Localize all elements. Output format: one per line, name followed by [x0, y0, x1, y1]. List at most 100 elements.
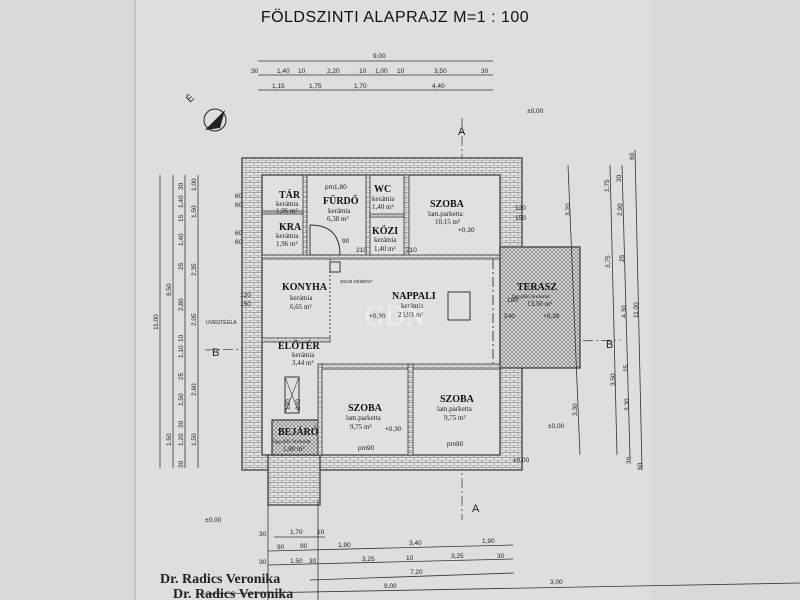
plan-label: 30	[497, 553, 505, 560]
plan-label: 1,70	[290, 529, 303, 536]
plan-label: ±0,00	[205, 517, 222, 524]
plan-label: 15	[178, 214, 185, 222]
plan-label: ELŐTÉR	[278, 340, 320, 352]
left-dimensions: 11,00 9,50 1,50 30 1,40 15 1,40 25 2,80 …	[153, 175, 199, 468]
plan-label: 150	[240, 301, 251, 308]
plan-label: 9,75 m²	[444, 414, 466, 422]
plan-label: kerámia	[276, 200, 299, 208]
plan-label: 2,35	[191, 263, 198, 276]
wardrobe-icon	[284, 376, 300, 414]
section-a-top: A	[458, 126, 466, 138]
plan-label: KÖZI	[372, 224, 398, 237]
dim-label: 1,15	[272, 83, 285, 90]
plan-label: 1,50	[191, 433, 198, 446]
plan-label: 1,96 m²	[276, 207, 298, 215]
plan-label: 1,75	[604, 179, 611, 192]
plan-label: 25	[178, 262, 185, 270]
plan-label: 3,40	[409, 540, 422, 547]
plan-label: 1,40 m²	[372, 203, 394, 211]
plan-label: 2,05	[191, 313, 198, 326]
plan-label: 3,25	[451, 553, 464, 560]
plan-label: kerámia	[290, 294, 313, 302]
plan-label: 11,00	[153, 314, 160, 330]
plan-label: 3,00	[550, 579, 563, 586]
plan-label: 1,50	[290, 558, 303, 565]
plan-label: 30	[178, 182, 185, 190]
plan-label: 1,80 m²	[283, 445, 305, 453]
plan-label: lam.parketta	[428, 210, 464, 218]
plan-label: 1,50	[191, 205, 198, 218]
plan-label: kerámia	[372, 195, 395, 203]
plan-label: 2,80	[178, 298, 185, 311]
plan-label: +0,28	[543, 313, 560, 320]
plan-label: 30	[616, 174, 623, 182]
plan-label: 4,30	[621, 305, 628, 318]
plan-label: BEJÁRÓ	[278, 426, 319, 438]
plan-label: 10,15 m²	[435, 218, 460, 226]
bottom-dimensions: 30 1,70 10 90 90 1,90 3,40 1,90 30 1,50 …	[199, 500, 800, 600]
plan-label: TERASZ	[517, 282, 557, 293]
plan-label: 210	[356, 247, 367, 254]
dim-label: 10	[397, 68, 405, 75]
dim-label: 1,00	[375, 68, 388, 75]
plan-notes: pm1,80 pm90 pm90 +0,30 +0,30 +0,30 +0,28…	[205, 108, 565, 524]
plan-label: 1,90	[482, 538, 495, 545]
plan-label: 1,96 m²	[276, 240, 298, 248]
plan-label: 2,60	[191, 383, 198, 396]
dim-label: 10	[359, 68, 367, 75]
plan-label: TÁR	[279, 189, 301, 201]
plan-label: 30x30 KÉMÉNY	[340, 278, 373, 284]
plan-label: 6,65 m²	[290, 303, 312, 311]
plan-label: 120	[515, 205, 526, 212]
plan-label: 25	[623, 364, 630, 372]
plan-label: kerámia	[401, 302, 424, 310]
plan-label: 30	[259, 559, 267, 566]
plan-label: 60	[629, 152, 636, 160]
plan-label: KRA	[279, 222, 302, 233]
dim-label: 4,40	[432, 83, 445, 90]
plan-label: KONYHA	[282, 282, 328, 293]
plan-label: 3,30	[624, 398, 631, 411]
plan-label: 1,40	[178, 195, 185, 208]
plan-label: 1,10	[178, 345, 185, 358]
plan-label: pm90	[358, 445, 375, 452]
signature-line-2: Dr. Radics Veronika	[173, 587, 293, 600]
plan-label: 30	[178, 460, 185, 468]
plan-label: 1,90	[338, 542, 351, 549]
plan-label: 60	[235, 193, 243, 200]
plan-label: 25	[178, 372, 185, 380]
plan-label: WC	[374, 184, 391, 195]
plan-label: 10	[178, 334, 185, 342]
chimney-icon	[329, 261, 341, 273]
plan-label: 60	[235, 202, 243, 209]
signature-line-1: Dr. Radics Veronika	[160, 572, 280, 587]
signature: Dr. Radics Veronika Dr. Radics Veronika	[160, 572, 293, 600]
dim-label: 10	[298, 68, 306, 75]
plan-label: NAPPALI	[392, 291, 436, 302]
plan-label: 9,50	[166, 283, 173, 296]
plan-label: 1,40 m²	[374, 245, 396, 253]
plan-label: 9,75 m²	[350, 423, 372, 431]
plan-label: 210	[406, 247, 417, 254]
plan-label: 30	[259, 531, 267, 538]
plan-label: lam.parketta	[346, 414, 382, 422]
plan-label: pm90	[447, 441, 464, 448]
plan-label: FÜRDŐ	[323, 194, 359, 207]
plan-label: 11,00	[633, 302, 640, 318]
plan-label: 6,38 m²	[327, 215, 349, 223]
plan-label: 23,93 m²	[398, 311, 423, 319]
plan-label: 10	[317, 529, 325, 536]
plan-label: 180	[507, 297, 518, 304]
dim-label: 3,50	[434, 68, 447, 75]
section-a-bottom: A	[472, 503, 480, 515]
plan-label: fagyálló burkolat	[512, 293, 550, 300]
plan-label: 30	[626, 456, 633, 464]
plan-label: 25	[619, 254, 626, 262]
plan-label: +0,30	[458, 227, 475, 234]
plan-label: ±0,00	[548, 423, 565, 430]
